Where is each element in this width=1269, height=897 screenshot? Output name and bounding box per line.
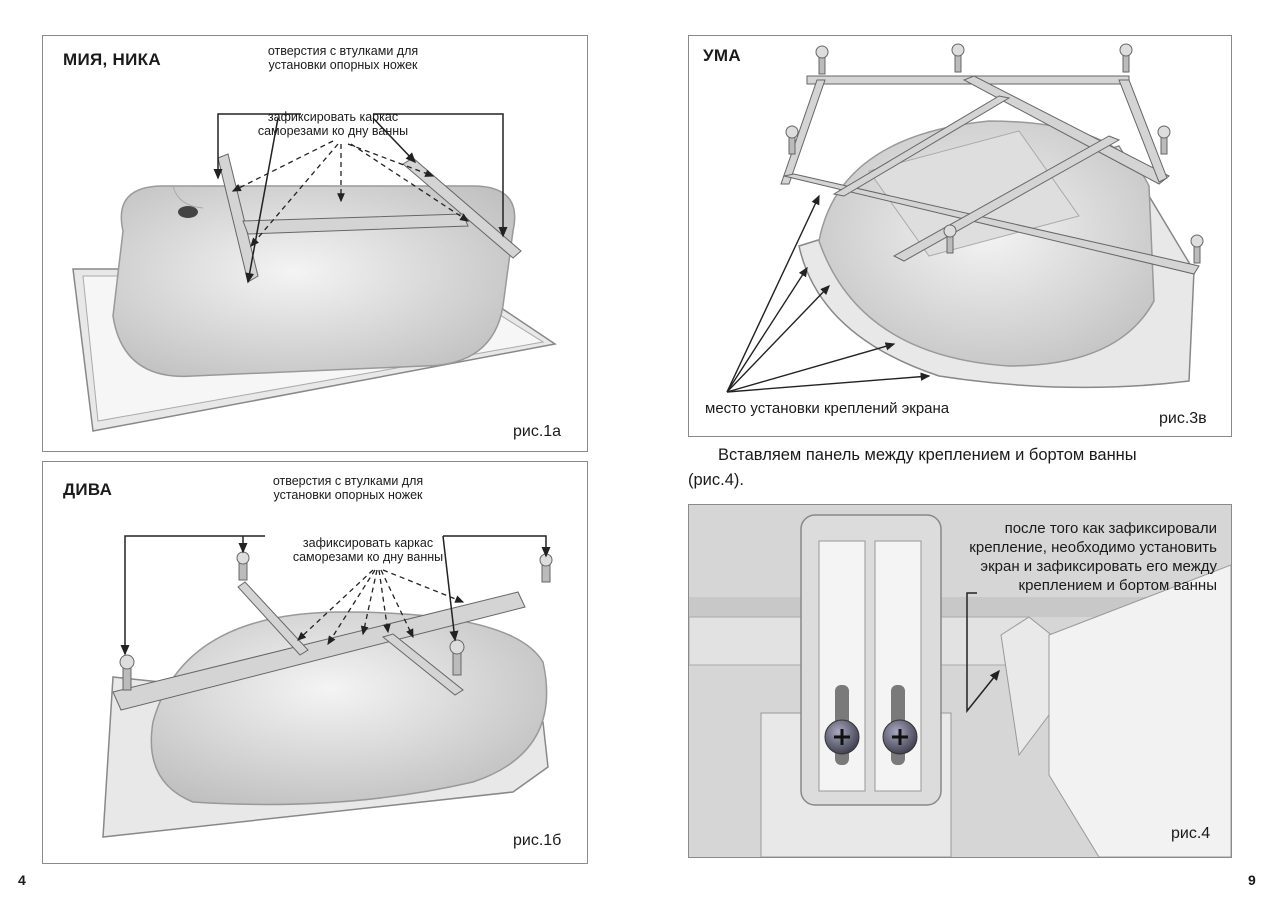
figure-caption: рис.3в <box>1159 410 1207 427</box>
fix-note-line-2: саморезами ко дну ванны <box>257 124 409 138</box>
page-number-left: 4 <box>18 872 26 888</box>
holes-note: отверстия с втулками для установки опорн… <box>243 44 443 72</box>
screen-mounts-label: место установки креплений экрана <box>705 400 950 417</box>
support-foot-icon <box>943 224 957 254</box>
support-foot-icon <box>1157 125 1171 155</box>
holes-note-line-1: отверстия с втулками для <box>267 44 419 58</box>
holes-note-line-1: отверстия с втулками для <box>272 474 424 488</box>
support-foot-icon <box>236 551 250 581</box>
mount-note-line-2: крепление, необходимо установить <box>969 539 1217 556</box>
support-foot-icon <box>785 125 799 155</box>
fix-note: зафиксировать каркас саморезами ко дну в… <box>273 536 463 564</box>
support-foot-icon <box>1119 43 1133 73</box>
instruction-line-1: Вставляем панель между креплением и борт… <box>718 446 1137 464</box>
screw-icon <box>824 719 860 755</box>
screw-icon <box>882 719 918 755</box>
instruction-paragraph: Вставляем панель между креплением и борт… <box>688 443 1233 493</box>
panel-title: УМА <box>703 46 741 65</box>
figure-caption: рис.1б <box>513 832 562 849</box>
figure-panel-1b: ДИВА отверстия с втулками для установки … <box>42 461 588 864</box>
holes-note: отверстия с втулками для установки опорн… <box>253 474 443 502</box>
figure-panel-1a: МИЯ, НИКА отверстия с втулками для устан… <box>42 35 588 452</box>
fix-note-line-1: зафиксировать каркас <box>267 110 399 124</box>
figure-caption: рис.4 <box>1171 825 1211 842</box>
fix-note: зафиксировать каркас саморезами ко дну в… <box>238 110 428 138</box>
panel-title: ДИВА <box>63 480 113 499</box>
fix-note-line-1: зафиксировать каркас <box>302 536 434 550</box>
fix-note-line-2: саморезами ко дну ванны <box>292 550 444 564</box>
mount-note-line-3: экран и зафиксировать его между <box>980 558 1217 575</box>
bathtub-frame-illustration-1b <box>102 535 553 838</box>
figure-caption: рис.1а <box>513 423 562 440</box>
mount-note-line-1: после того как зафиксировали <box>1004 520 1217 537</box>
holes-note-line-2: установки опорных ножек <box>268 58 418 72</box>
mount-note: после того как зафиксировали крепление, … <box>919 519 1217 595</box>
screen-mount-illustration <box>689 505 1231 857</box>
figure-panel-3v: УМА место установки креплений экрана рис… <box>688 35 1232 437</box>
support-foot-icon <box>539 553 553 583</box>
support-foot-icon <box>815 45 829 75</box>
support-foot-icon <box>1190 234 1204 264</box>
bathtub-frame-illustration-1a <box>72 113 557 432</box>
corner-bath-frame-illustration <box>726 43 1204 393</box>
mount-note-line-4: креплением и бортом ванны <box>1018 577 1217 594</box>
figure-panel-4: после того как зафиксировали крепление, … <box>688 504 1232 858</box>
support-foot-icon <box>119 654 135 691</box>
support-foot-icon <box>951 43 965 73</box>
page-number-right: 9 <box>1248 872 1256 888</box>
panel-title: МИЯ, НИКА <box>63 50 161 69</box>
holes-note-line-2: установки опорных ножек <box>273 488 423 502</box>
instruction-line-2: (рис.4). <box>688 471 744 489</box>
